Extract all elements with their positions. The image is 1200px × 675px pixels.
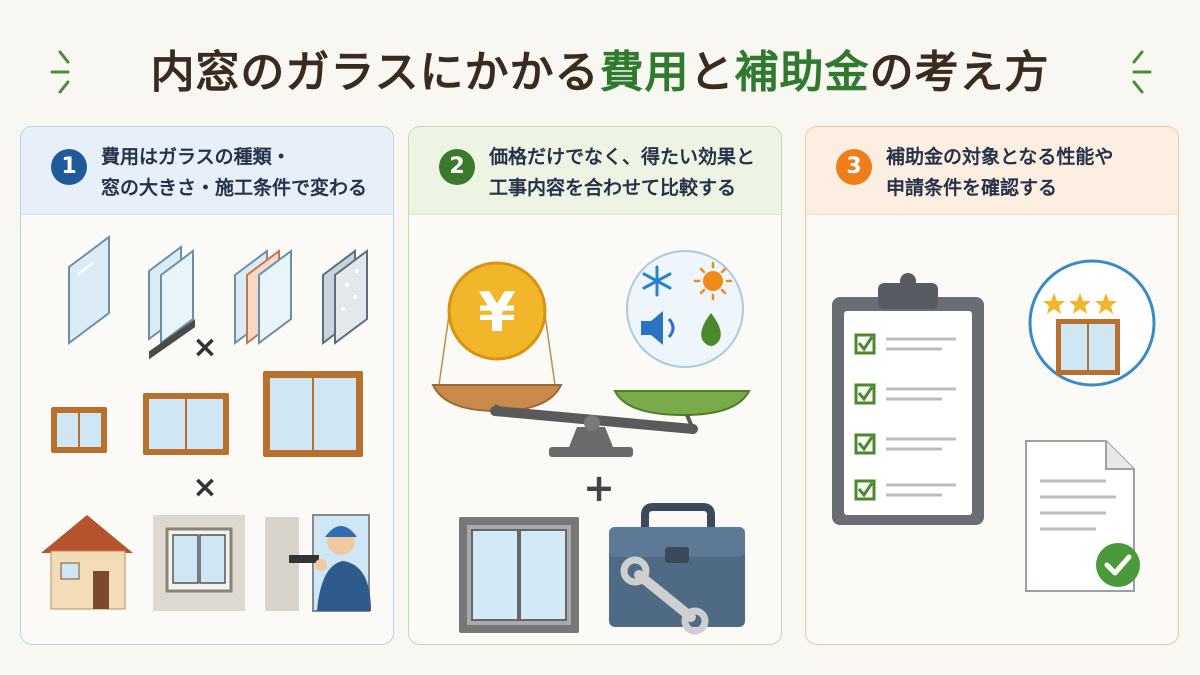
- clipboard-checklist-icon: [832, 273, 984, 525]
- multiply-symbol-1: ×: [192, 330, 217, 365]
- sliding-window-icon: [459, 517, 579, 633]
- balance-scale-icon: [431, 384, 751, 457]
- panel-2-heading-line-1: 価格だけでなく、得たい効果と: [489, 146, 756, 168]
- title-part-cost: 費用: [599, 47, 690, 98]
- panel-1-number-badge: 1: [51, 149, 87, 185]
- document-approved-icon: [1025, 440, 1140, 592]
- panel-3-heading: 補助金の対象となる性能や 申請条件を確認する: [886, 142, 1166, 204]
- title-part-1: 内窓のガラスにかかる: [150, 47, 600, 98]
- right-sparkle-decoration: [1132, 50, 1152, 94]
- interior-window-icon: [153, 515, 245, 611]
- star-rated-window-icon: [1028, 259, 1156, 387]
- installer-worker-icon: [265, 514, 371, 612]
- water-drop-icon: [701, 313, 721, 346]
- panel-1-header: 1 費用はガラスの種類・ 窓の大きさ・施工条件で変わる: [21, 127, 393, 215]
- panel-2-header: 2 価格だけでなく、得たい効果と 工事内容を合わせて比較する: [409, 127, 781, 215]
- panel-2-heading-line-2: 工事内容を合わせて比較する: [489, 177, 737, 199]
- title-part-5: の考え方: [869, 47, 1050, 98]
- panel-3-heading-line-2: 申請条件を確認する: [886, 177, 1058, 199]
- title-part-subsidy: 補助金: [734, 47, 870, 98]
- panel-3-illustrations: [832, 259, 1156, 592]
- double-pane-glass-icon: [148, 245, 195, 360]
- panel-cost-factors: 1 費用はガラスの種類・ 窓の大きさ・施工条件で変わる ×: [20, 126, 394, 645]
- yen-coin-icon: ¥: [438, 261, 556, 386]
- multiply-symbol-2: ×: [192, 470, 217, 505]
- panel-compare-price-effect: 2 価格だけでなく、得たい効果と 工事内容を合わせて比較する ¥: [408, 126, 782, 645]
- panel-2-heading: 価格だけでなく、得たい効果と 工事内容を合わせて比較する: [489, 142, 769, 204]
- title-part-and: と: [689, 47, 735, 98]
- wrench-icon: [620, 556, 709, 635]
- single-pane-glass-icon: [68, 235, 110, 345]
- toolbox-icon: [609, 503, 745, 627]
- panel-1-heading-line-1: 費用はガラスの種類・: [101, 146, 291, 168]
- panel-2-number-badge: 2: [439, 149, 475, 185]
- effects-globe: [626, 250, 744, 368]
- large-window-icon: [263, 371, 363, 457]
- panel-3-heading-line-1: 補助金の対象となる性能や: [886, 146, 1114, 168]
- left-sparkle-decoration: [50, 50, 70, 94]
- panel-1-heading-line-2: 窓の大きさ・施工条件で変わる: [101, 177, 368, 199]
- yen-symbol: ¥: [478, 281, 516, 344]
- house-icon: [41, 515, 133, 610]
- panel-2-illustrations: ¥: [431, 250, 751, 635]
- small-window-icon: [51, 407, 107, 453]
- page-title: 内窓のガラスにかかる費用と補助金の考え方: [0, 38, 1200, 108]
- panel-3-number-badge: 3: [836, 149, 872, 185]
- sun-icon: [693, 261, 733, 301]
- plus-symbol: +: [583, 466, 615, 510]
- snowflake-icon: [642, 265, 672, 297]
- panel-1-heading: 費用はガラスの種類・ 窓の大きさ・施工条件で変わる: [101, 142, 381, 204]
- panel-1-illustrations: × ×: [41, 235, 371, 612]
- panel-3-header: 3 補助金の対象となる性能や 申請条件を確認する: [806, 127, 1178, 215]
- frosted-glass-icon: [322, 249, 368, 345]
- panel-subsidy-check: 3 補助金の対象となる性能や 申請条件を確認する: [805, 126, 1179, 645]
- speaker-icon: [641, 311, 675, 345]
- medium-window-icon: [143, 393, 229, 455]
- low-e-glass-icon: [234, 249, 292, 345]
